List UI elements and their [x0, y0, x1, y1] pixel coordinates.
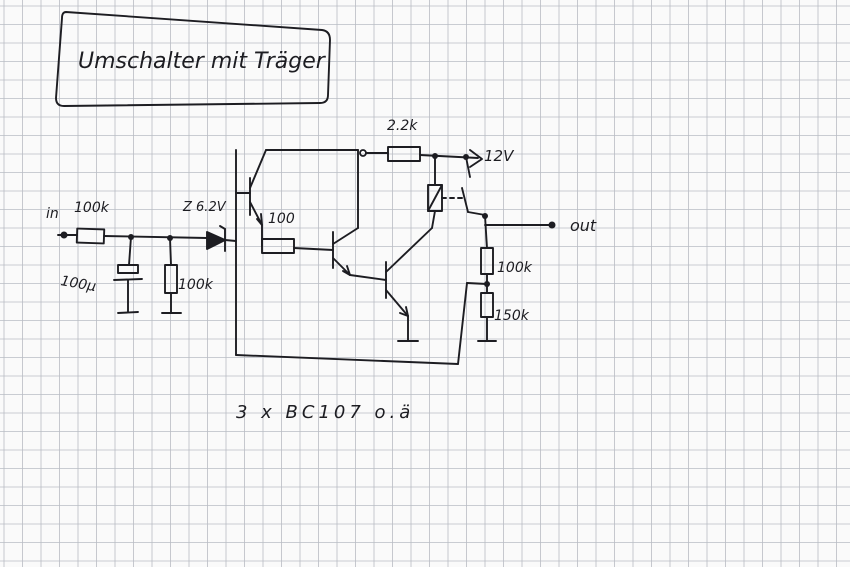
input-label: in: [46, 206, 59, 222]
divider-bottom-resistor-label: 150k: [494, 308, 530, 324]
zener-label: Z 6.2V: [182, 200, 227, 215]
circuit-wiring: [57, 146, 556, 365]
base-resistor-label: 100: [268, 211, 295, 227]
transistor-note: 3 x BC107 o.ä: [236, 402, 414, 423]
shunt-resistor-label: 100k: [178, 277, 214, 293]
divider-top-resistor-label: 100k: [497, 260, 533, 276]
collector-resistor-label: 2.2k: [387, 118, 418, 134]
supply-label: 12V: [484, 147, 515, 165]
title-box: [55, 11, 331, 107]
output-label: out: [570, 216, 597, 235]
capacitor-label: 100µ: [59, 273, 97, 295]
input-resistor-label: 100k: [74, 200, 110, 216]
title-text: Umschalter mit Träger: [78, 49, 327, 74]
